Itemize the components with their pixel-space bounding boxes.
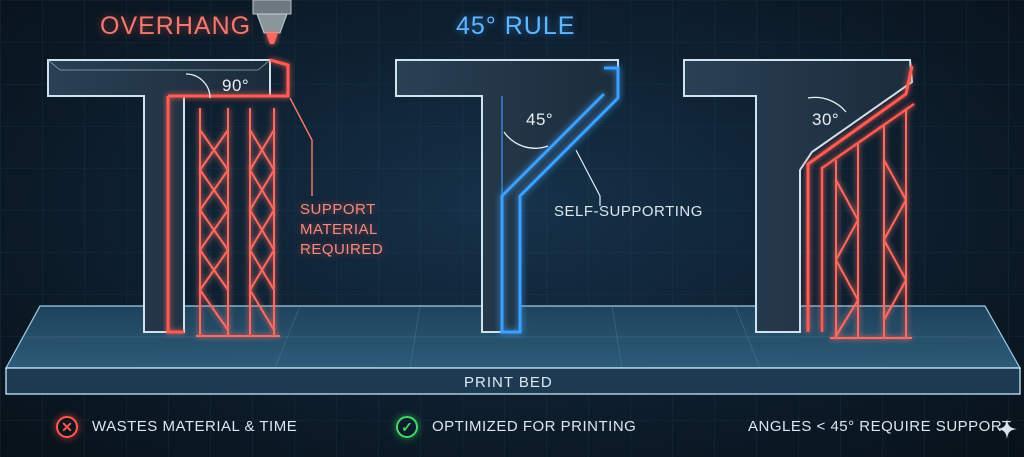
check-glyph: ✓ [401,419,413,435]
angle-arc-90 [185,73,211,99]
support-callout-line3: REQUIRED [300,241,384,258]
angle-label-45: 45° [526,110,554,129]
wastes-material-text: WASTES MATERIAL & TIME [92,418,298,435]
support-callout-line1: SUPPORT [300,201,376,218]
optimized-part [395,59,620,334]
x-circle-icon: ✕ [56,416,78,438]
sparkle-icon [997,419,1017,439]
angle-arc-45 [503,131,549,149]
print-bed-label: PRINT BED [464,374,553,391]
x-glyph: ✕ [61,419,73,435]
angle-label-30: 30° [812,110,840,129]
overhang-title: OVERHANG [100,12,252,40]
support-scaffold-right [830,110,912,339]
angle-arc-30 [807,96,847,113]
callout-leader-self-supporting [575,149,601,206]
support-callout-line2: MATERIAL [300,221,378,238]
self-supporting-callout: SELF-SUPPORTING [554,203,703,220]
support-scaffold-left [196,108,280,337]
overhang-part [47,58,290,334]
callout-leader-support [289,97,313,196]
rule-title: 45° RULE [456,12,576,40]
steep-overhang-part [683,59,915,333]
nozzle-icon [252,0,292,44]
check-circle-icon: ✓ [396,416,418,438]
optimized-for-printing-text: OPTIMIZED FOR PRINTING [432,418,637,435]
angle-label-90: 90° [222,76,250,95]
angle-rule-note: ANGLES < 45° REQUIRE SUPPORT [748,418,1012,435]
